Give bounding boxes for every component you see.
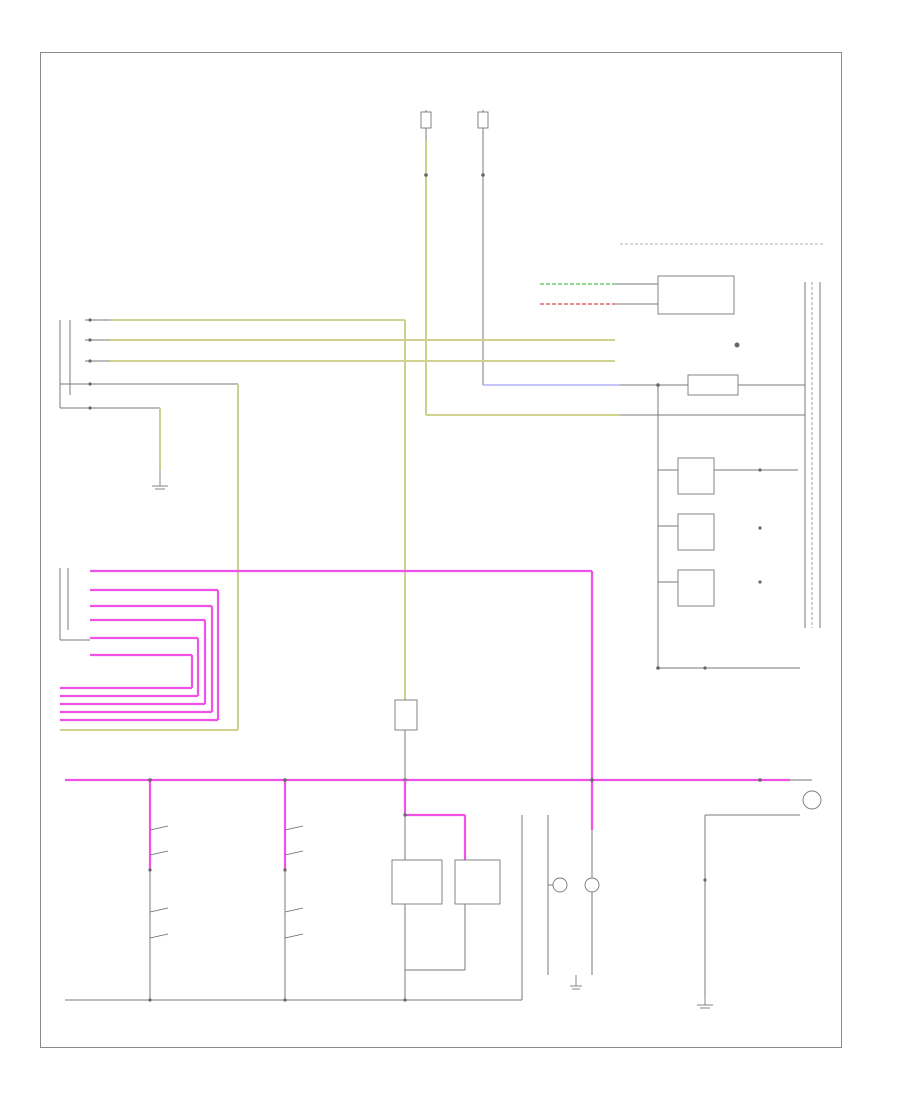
junction-dot-icon (424, 173, 428, 177)
indicator-module-2 (677, 513, 715, 551)
relay-1-box (391, 859, 443, 905)
relay-2-box (454, 859, 501, 905)
control-module-box (657, 275, 735, 315)
indicator-module-3 (677, 569, 715, 607)
fuse-b-icon (477, 111, 489, 129)
meter-relay-box (687, 374, 739, 396)
junction-dot-icon (481, 173, 485, 177)
top-fuse-feed (420, 110, 489, 415)
ground-symbol-icon (152, 470, 168, 490)
left-connector-bundle (59, 318, 615, 730)
switch-contact-icon (149, 825, 169, 939)
right-lower-circuit (697, 779, 822, 1009)
lamp-bulb-icon (584, 877, 600, 893)
pink-connector-bundle (59, 568, 594, 830)
lamp-bulb-icon (802, 790, 822, 810)
ground-symbol-icon (697, 995, 713, 1009)
indicator-module-1 (677, 457, 715, 495)
switch-contact-icon (284, 825, 304, 939)
lamp-bulb-icon (552, 877, 568, 893)
lamp-group (521, 815, 600, 1000)
center-relay-group (391, 699, 501, 1000)
switch-group-left (148, 825, 304, 939)
combination-meter-block (426, 275, 821, 670)
junction-dot-icon (734, 342, 740, 348)
ignition-switch-icon (394, 699, 418, 731)
diagram-frame (40, 52, 842, 1048)
ground-symbol-icon (570, 975, 582, 990)
fuse-a-icon (420, 111, 432, 129)
